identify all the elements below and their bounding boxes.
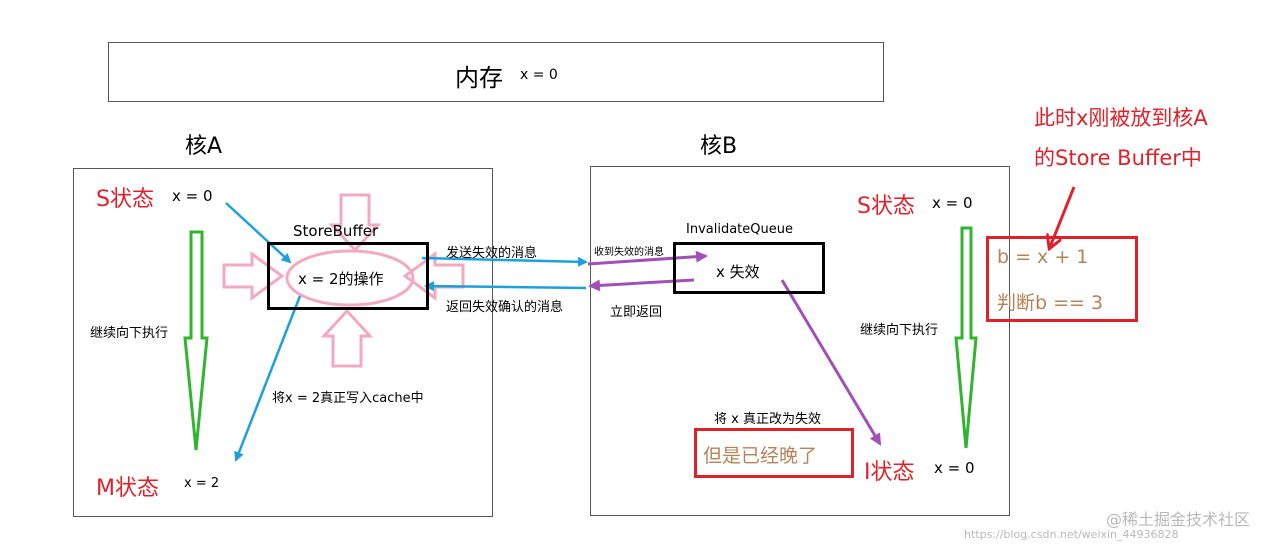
memory-value: x = 0 <box>520 67 558 83</box>
code-line-1: b = x + 1 <box>997 246 1089 268</box>
immediate-return-label: 立即返回 <box>610 305 663 320</box>
core-b-continue-label: 继续向下执行 <box>860 323 939 338</box>
core-b-box <box>590 166 1010 516</box>
too-late-label: 但是已经晚了 <box>703 445 818 467</box>
core-b-initial-state-label: S状态 <box>857 194 915 219</box>
note-line-2: 的Store Buffer中 <box>1034 146 1202 170</box>
note-line-1: 此时x刚被放到核A <box>1034 106 1208 130</box>
purple-arrow-real-invalidate <box>780 279 882 446</box>
real-invalidate-label: 将 x 真正改为失效 <box>714 412 821 427</box>
received-invalidate-label: 收到失效的消息 <box>594 247 664 258</box>
return-ack-label: 返回失效确认的消息 <box>446 300 564 315</box>
watermark-brand: @稀土掘金技术社区 <box>1106 510 1251 529</box>
purple-arrow-immediate-return <box>588 278 695 292</box>
core-b-final-state-value: x = 0 <box>934 459 975 477</box>
core-a-box <box>73 168 493 517</box>
invalidate-queue-content: x 失效 <box>716 263 760 281</box>
core-a-initial-state-value: x = 0 <box>172 187 213 205</box>
store-buffer-content: x = 2的操作 <box>298 270 384 288</box>
core-b-initial-state-value: x = 0 <box>932 194 973 212</box>
invalidate-queue-title: InvalidateQueue <box>686 222 793 237</box>
write-cache-label: 将x = 2真正写入cache中 <box>272 391 424 406</box>
core-b-down-arrow <box>954 226 978 449</box>
purple-arrow-into-queue <box>587 250 708 266</box>
store-buffer-box <box>267 242 429 310</box>
send-invalidate-label: 发送失效的消息 <box>446 246 538 261</box>
code-box <box>986 236 1138 322</box>
core-b-title: 核B <box>700 134 738 159</box>
blue-arrow-buffer-to-m <box>234 295 302 462</box>
too-late-box <box>694 428 854 478</box>
memory-box <box>108 42 884 102</box>
pink-arrow-bottom <box>320 308 374 368</box>
core-a-title: 核A <box>185 134 223 159</box>
core-b-final-state-label: I状态 <box>864 460 915 485</box>
blue-arrow-return-ack <box>424 281 587 292</box>
store-buffer-title: StoreBuffer <box>293 222 379 240</box>
blue-arrow-s-to-buffer <box>225 202 292 264</box>
core-a-initial-state-label: S状态 <box>96 187 154 212</box>
blue-arrow-send-invalidate <box>421 256 588 267</box>
code-line-2: 判断b == 3 <box>997 292 1104 314</box>
core-a-down-arrow <box>183 230 209 451</box>
pink-arrow-top <box>328 193 382 253</box>
core-a-final-state-value: x = 2 <box>184 476 220 491</box>
store-buffer-ellipse <box>285 249 415 307</box>
invalidate-queue-box <box>673 242 825 294</box>
memory-label: 内存 <box>455 64 503 92</box>
core-a-final-state-label: M状态 <box>96 476 159 501</box>
watermark-url: https://blog.csdn.net/weixin_44936828 <box>964 528 1179 541</box>
core-a-continue-label: 继续向下执行 <box>90 326 169 341</box>
